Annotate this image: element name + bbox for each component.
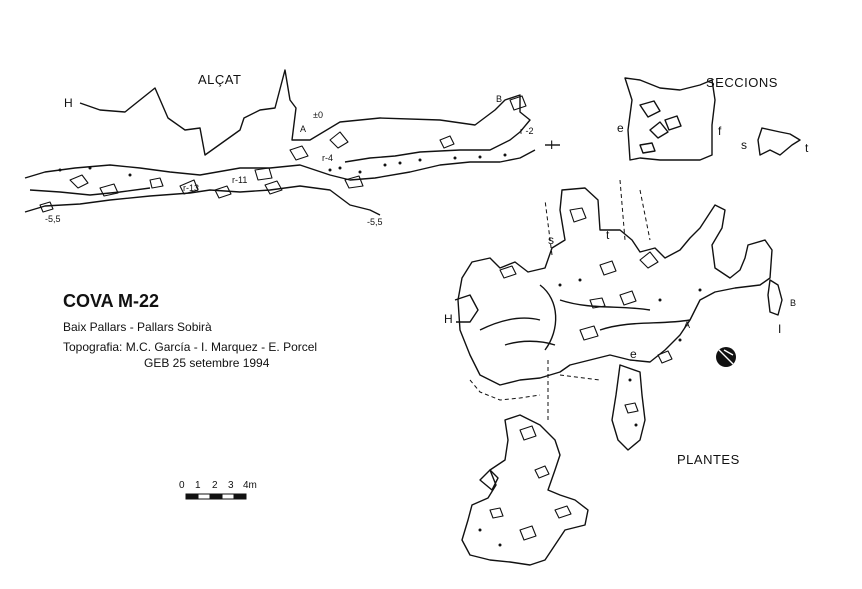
marker-s-plan: s [548, 233, 554, 247]
rope-r4: r-4 [322, 153, 333, 163]
depth-right: -5,5 [367, 217, 383, 227]
rope-r13: r-13 [183, 183, 200, 193]
marker-e-plan: e [630, 347, 637, 361]
scale-bar [185, 493, 247, 500]
marker-a-elevation: A [300, 124, 307, 134]
plan-descent [611, 364, 646, 451]
zero-datum: ±0 [313, 110, 323, 120]
elevation-lower-passage [24, 185, 381, 216]
marker-a-plan: A [684, 320, 691, 330]
marker-i-plan: I [778, 322, 782, 336]
scale-tick-4m: 4m [243, 480, 257, 491]
rope-r11: r-11 [232, 175, 248, 185]
marker-f-section: f [718, 124, 722, 138]
scale-tick-2: 2 [212, 480, 218, 491]
marker-s-section: s [741, 138, 747, 152]
marker-i-elevation: I [550, 138, 554, 152]
marker-t-section: t [805, 141, 809, 155]
elevation-ceiling [79, 69, 531, 163]
rope-r2: r -2 [520, 126, 534, 136]
sections-label: SECCIONS [706, 75, 778, 90]
depth-left: -5,5 [45, 214, 61, 224]
plan-main [457, 187, 773, 386]
north-arrow-icon [716, 347, 736, 367]
topography-credit: Topografia: M.C. García - I. Marquez - E… [63, 340, 318, 354]
marker-h-elevation: H [64, 96, 73, 110]
section-st [757, 127, 801, 156]
marker-b-elevation: B [496, 94, 503, 104]
survey-date: GEB 25 setembre 1994 [144, 356, 270, 370]
section-ef [624, 77, 716, 161]
plans-label: PLANTES [677, 452, 740, 467]
region-text: Baix Pallars - Pallars Sobirà [63, 320, 212, 334]
marker-b-plan: B [790, 298, 797, 308]
marker-e-section: e [617, 121, 624, 135]
scale-tick-3: 3 [228, 480, 234, 491]
scale-tick-1: 1 [195, 480, 201, 491]
cave-title: COVA M-22 [63, 291, 160, 311]
marker-h-plan: H [444, 312, 453, 326]
plan-lower [461, 414, 589, 566]
elevation-label: ALÇAT [198, 72, 242, 87]
elevation-floor [24, 149, 536, 181]
marker-t-plan: t [606, 228, 610, 242]
scale-tick-0: 0 [179, 480, 185, 491]
